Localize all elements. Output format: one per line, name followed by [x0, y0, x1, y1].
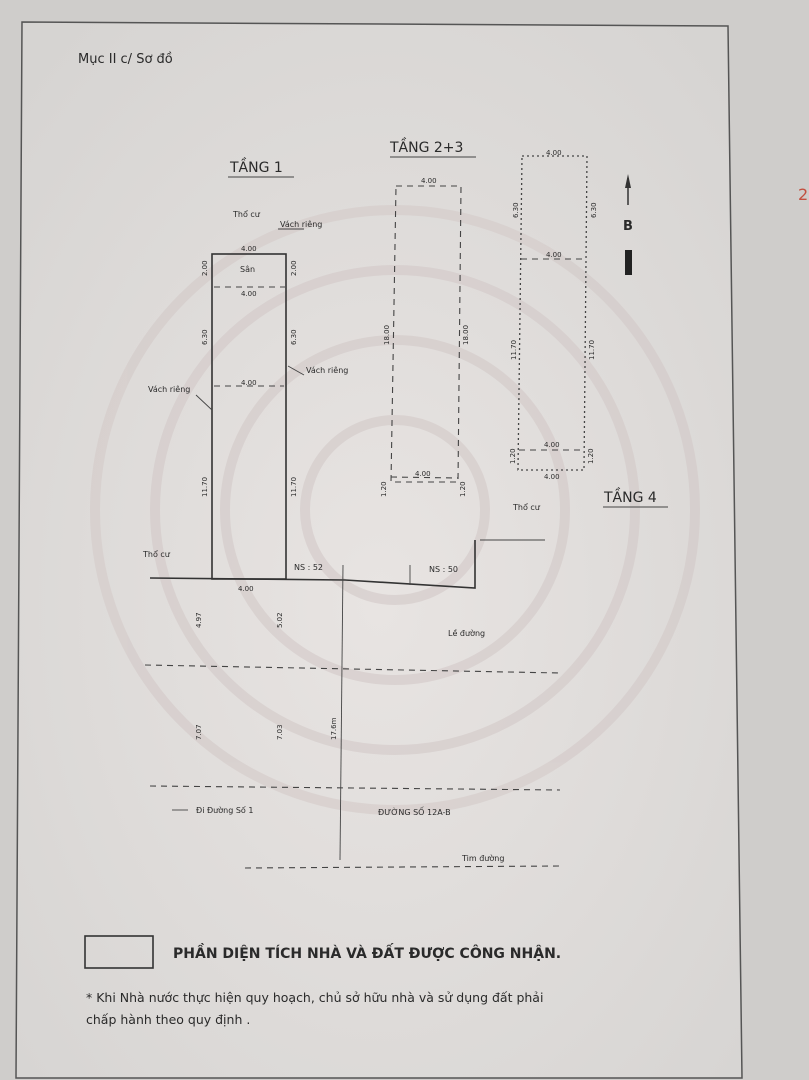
dimension: 4.00: [421, 177, 437, 185]
north-arrow-icon: B: [623, 174, 633, 275]
note-line-2: chấp hành theo quy định .: [86, 1012, 250, 1027]
floor-4-plan: 4.00 4.00 4.00 4.00 6.30 6.30 11.70 11.7…: [509, 149, 668, 512]
road-name-label: ĐƯỜNG SỐ 12A-B: [378, 805, 451, 817]
neighbor-label: Thổ cư: [512, 502, 541, 512]
dimension: 11.70: [201, 477, 209, 497]
dimension: 1.20: [587, 448, 595, 464]
legend-label: PHẦN DIỆN TÍCH NHÀ VÀ ĐẤT ĐƯỢC CÔNG NHẬN…: [173, 942, 561, 962]
dimension: 4.00: [546, 149, 562, 157]
dimension: 18.00: [383, 325, 391, 345]
dimension: 4.00: [241, 290, 257, 298]
floor-1-title: TẦNG 1: [229, 157, 283, 176]
neighbor-label: Thổ cư: [232, 209, 261, 219]
direction-label: Đi Đường Số 1: [196, 805, 253, 815]
dimension: 1.20: [380, 481, 388, 497]
lot-number-label: NS : 52: [294, 563, 323, 572]
floor-2-3-title: TẦNG 2+3: [389, 137, 463, 156]
road-width-line: [339, 564, 344, 861]
note-line-1: * Khi Nhà nước thực hiện quy hoạch, chủ …: [86, 990, 543, 1005]
yard-label: Sân: [240, 265, 255, 274]
dimension: 11.70: [588, 340, 596, 360]
dimension: 11.70: [510, 340, 518, 360]
dimension: 4.00: [238, 585, 254, 593]
dimension: 1.20: [459, 481, 467, 497]
floor-4-title: TẦNG 4: [603, 487, 657, 506]
dimension: 6.30: [590, 202, 598, 218]
dimension: 5.02: [276, 612, 284, 628]
dimension: 11.70: [290, 477, 298, 497]
dimension: 2.00: [201, 260, 209, 276]
dimension: 17.6m: [330, 717, 338, 740]
centerline-label: Tim đường: [461, 853, 504, 863]
north-label: B: [623, 219, 633, 234]
dimension: 6.30: [290, 329, 298, 345]
dimension: 4.97: [195, 612, 203, 628]
dimension: 4.00: [241, 245, 257, 253]
wall-label: Vách riêng: [280, 219, 322, 229]
sidewalk-label: Lề đường: [448, 628, 485, 638]
wall-label: Vách riêng: [148, 384, 190, 394]
floor-2-3-plan: TẦNG 2+3 4.00 4.00 18.00 18.00 1.20 1.20: [380, 137, 476, 497]
neighbor-label: Thổ cư: [142, 549, 171, 559]
dimension: 18.00: [462, 325, 470, 345]
dimension: 4.00: [544, 441, 560, 449]
dimension: 4.00: [546, 251, 562, 259]
lot-number-label: NS : 50: [429, 565, 458, 574]
dimension: 7.07: [195, 724, 203, 740]
page-mark: 2: [798, 185, 808, 204]
dimension: 4.00: [415, 470, 431, 478]
section-heading: Mục II c/ Sơ đồ: [78, 52, 173, 67]
dimension: 6.30: [201, 329, 209, 345]
dimension: 2.00: [290, 260, 298, 276]
dimension: 4.00: [544, 473, 560, 481]
dimension: 6.30: [512, 202, 520, 218]
site-plan: NS : 52 NS : 50 Lề đường 4.97 5.02 7.07 …: [144, 539, 561, 869]
wall-label: Vách riêng: [306, 365, 348, 375]
legend-swatch: [84, 935, 154, 969]
dimension: 4.00: [241, 379, 257, 387]
dimension: 7.03: [276, 724, 284, 740]
dimension: 1.20: [509, 448, 517, 464]
